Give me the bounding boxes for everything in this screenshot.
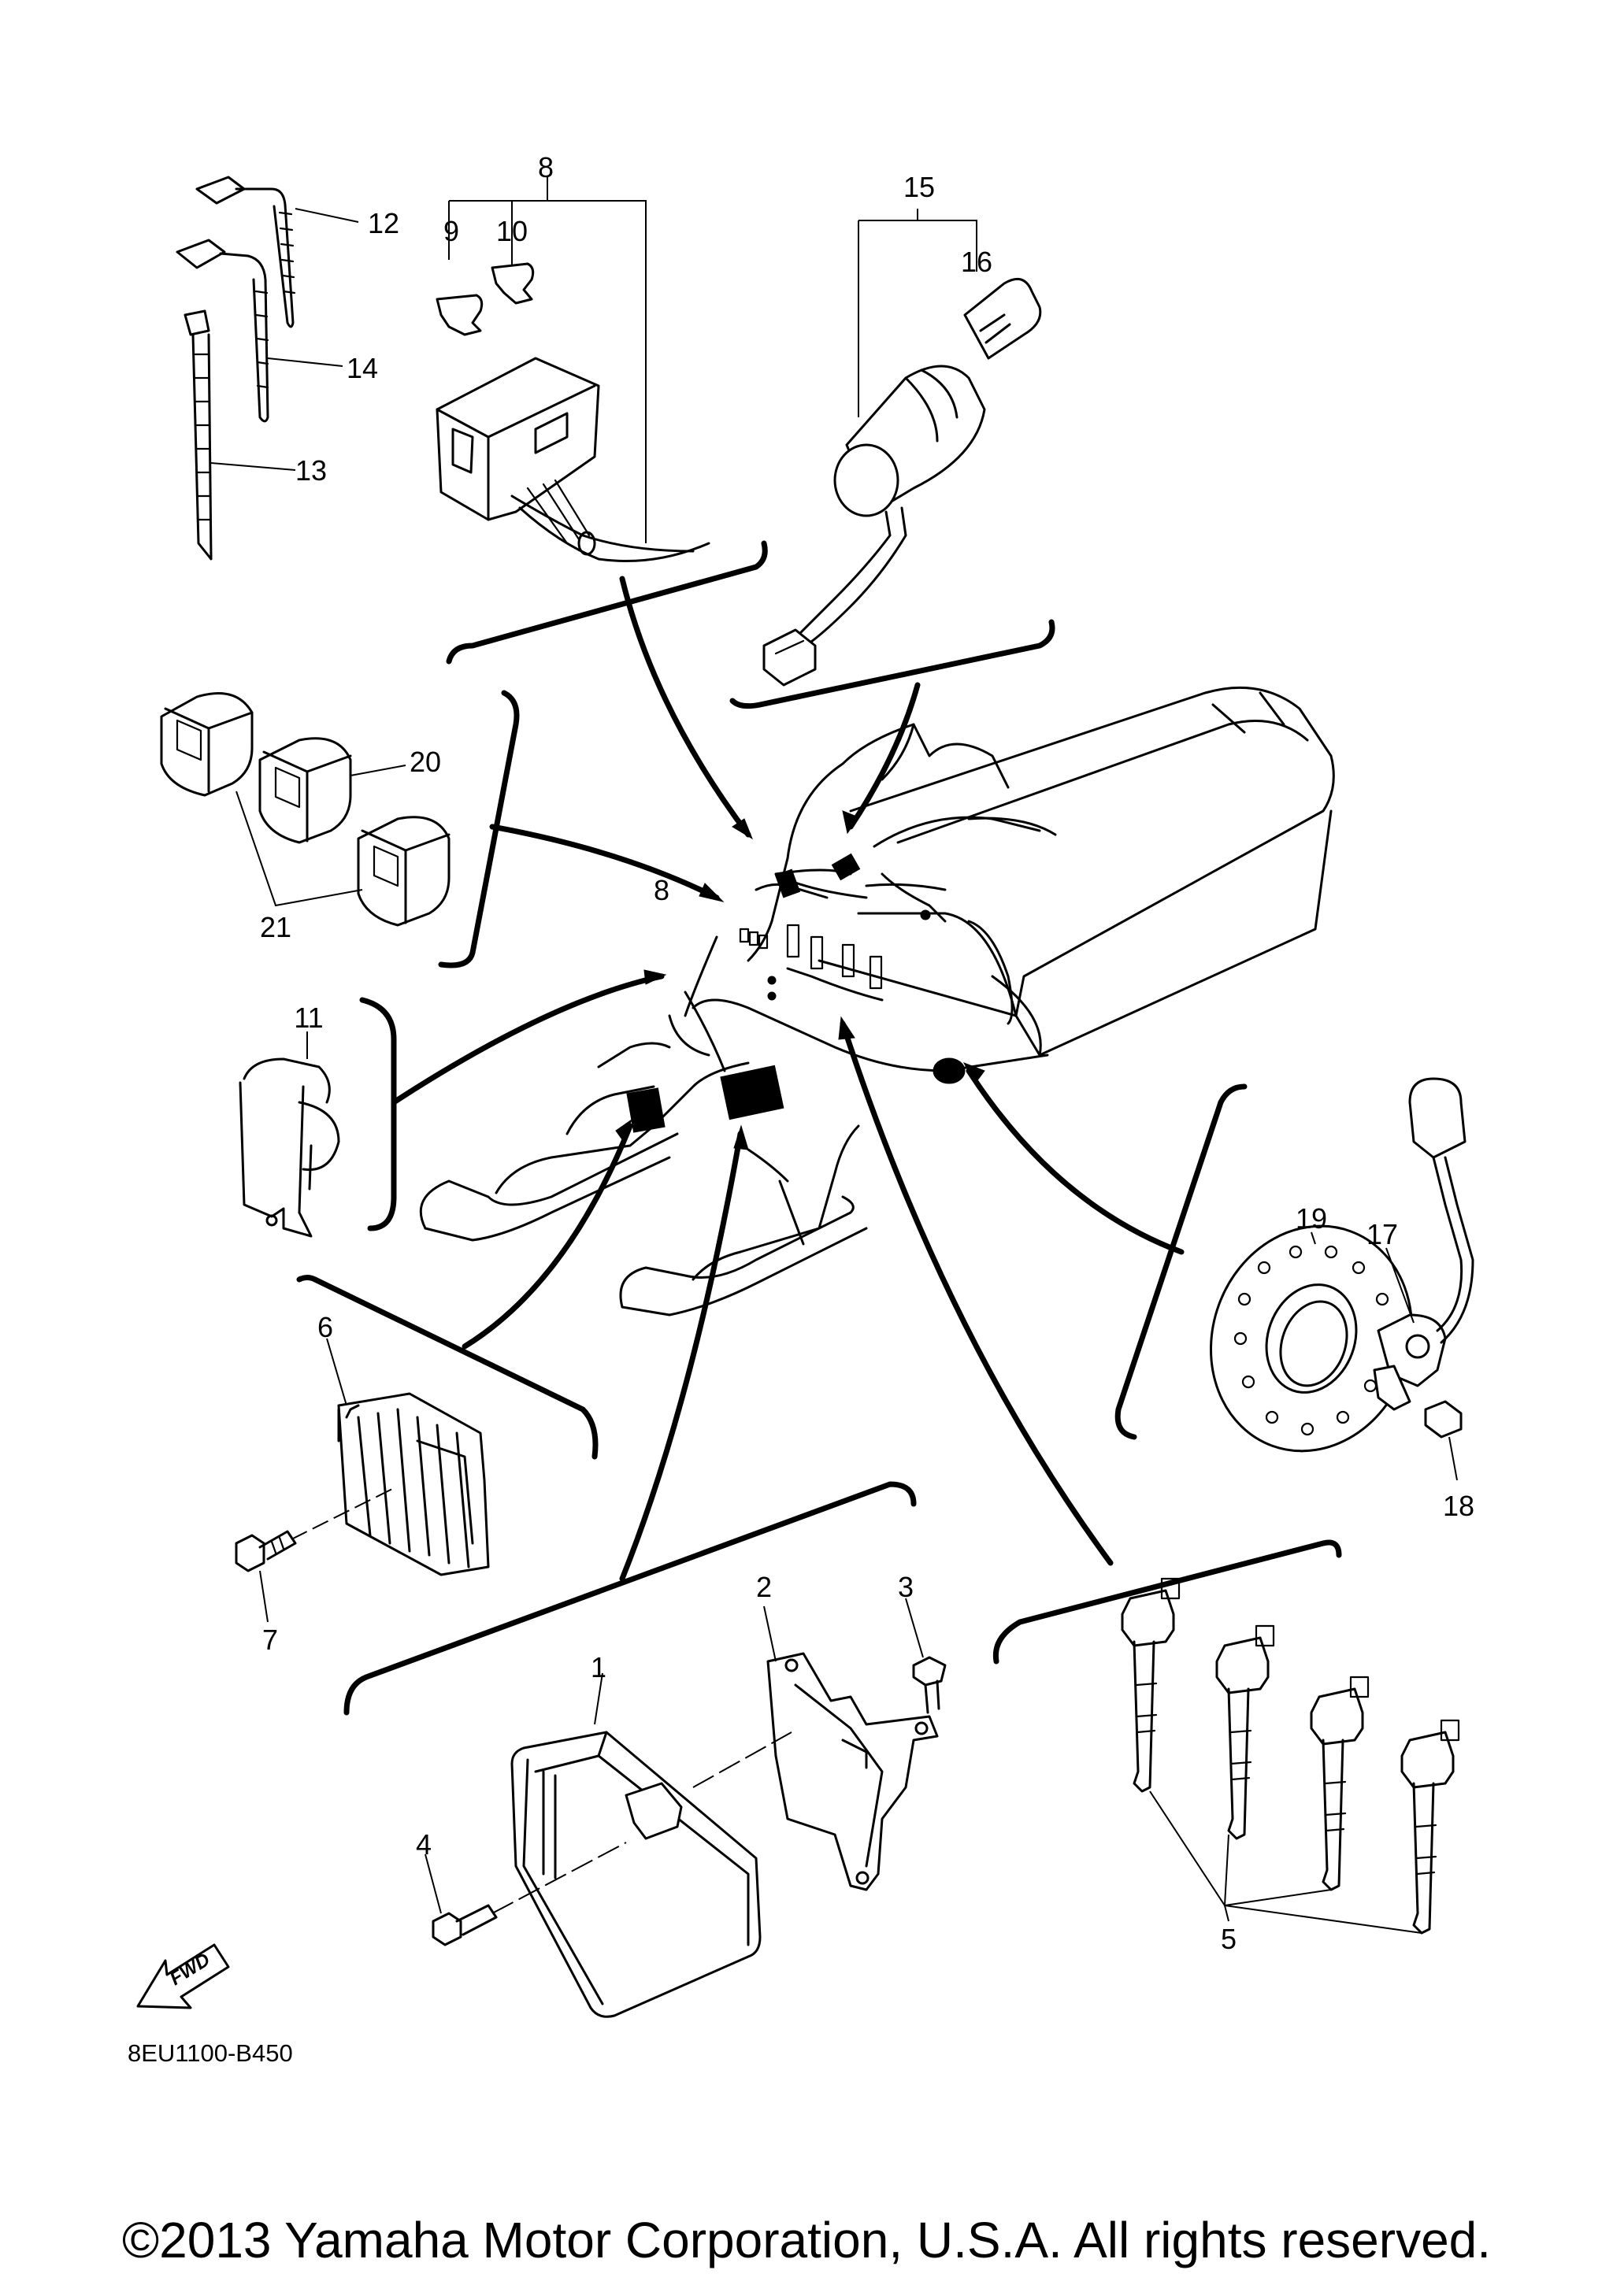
rectifier-regulator (235, 1338, 490, 1623)
part-label: 18 (1443, 1490, 1474, 1522)
part-label: 14 (347, 352, 378, 384)
part-label: 1 (591, 1651, 606, 1683)
relays (160, 692, 451, 927)
ignition-switch (762, 209, 1042, 687)
part-label: 16 (961, 246, 992, 278)
callout-brackets (296, 540, 1342, 1716)
copyright-notice: ©2013 Yamaha Motor Corporation, U.S.A. A… (121, 2212, 1492, 2268)
part-label: 21 (260, 911, 291, 943)
part-label: 6 (317, 1311, 333, 1343)
forward-arrow: FWD (136, 1943, 230, 2009)
part-label: 7 (262, 1624, 278, 1656)
part-label: 3 (898, 1571, 914, 1603)
drawing-code: 8EU1100-B450 (128, 2039, 293, 2067)
part-labels: 1 2 3 4 5 6 7 8 8 9 10 11 12 13 14 15 16… (128, 151, 1474, 2067)
part-label: 2 (756, 1571, 772, 1603)
part-label: 11 (294, 1002, 323, 1034)
snowmobile-illustration (419, 686, 1335, 1316)
bracket-11 (239, 1031, 340, 1238)
part-label: 5 (1221, 1923, 1237, 1955)
part-label: 13 (295, 454, 327, 487)
part-label: 9 (443, 215, 459, 247)
ecu-assembly (425, 1598, 947, 2018)
part-label: 8 (654, 874, 669, 906)
cable-ties (176, 176, 359, 561)
part-label: 4 (416, 1828, 432, 1861)
part-label: 20 (410, 746, 441, 778)
part-label: 19 (1296, 1202, 1327, 1235)
fuse-box-assembly (436, 177, 710, 562)
part-label: 8 (538, 151, 554, 183)
part-label: 10 (496, 215, 528, 247)
part-label: 17 (1366, 1218, 1398, 1250)
ignition-coils (1121, 1577, 1460, 1935)
part-label: 12 (368, 207, 399, 239)
part-label: 15 (903, 171, 935, 203)
pulser-coil (1209, 1077, 1474, 1481)
